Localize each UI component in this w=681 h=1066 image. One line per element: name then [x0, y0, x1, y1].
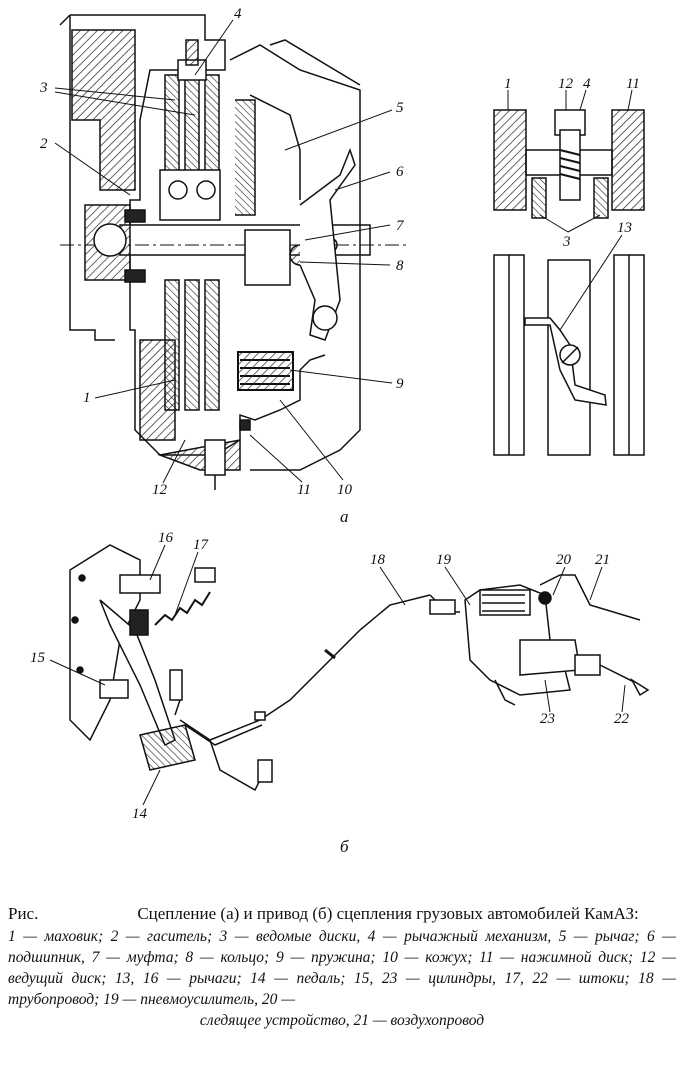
label-17: 17	[193, 537, 210, 553]
figure-caption: Рис. Сцепление (а) и привод (б) сцеплени…	[8, 903, 676, 1031]
label-19: 19	[436, 552, 452, 568]
label-21: 21	[595, 552, 610, 568]
label-16: 16	[158, 530, 174, 546]
label-5: 5	[396, 100, 404, 116]
caption-title: Сцепление (а) и привод (б) сцепления гру…	[137, 904, 639, 923]
legend-main: 1 — маховик; 2 — гаситель; 3 — ведомые д…	[8, 928, 676, 1008]
label-18: 18	[370, 552, 386, 568]
label-9: 9	[396, 376, 404, 392]
label-10: 10	[337, 482, 353, 498]
label-detail-13: 13	[617, 220, 632, 236]
subfigure-a-label: а	[340, 507, 349, 526]
label-15: 15	[30, 650, 46, 666]
label-detail-12: 12	[558, 76, 574, 92]
lever-13-detail-drawing	[493, 254, 645, 456]
label-11: 11	[297, 482, 311, 498]
label-20: 20	[556, 552, 572, 568]
label-22: 22	[614, 711, 630, 727]
subfigure-b-label: б	[340, 837, 349, 856]
leader-lines	[49, 19, 633, 806]
label-4: 4	[234, 6, 242, 22]
label-6: 6	[396, 164, 404, 180]
caption-prefix: Рис.	[8, 904, 39, 923]
label-1: 1	[83, 390, 91, 406]
label-8: 8	[396, 258, 404, 274]
label-detail-1: 1	[504, 76, 512, 92]
label-2: 2	[40, 136, 48, 152]
label-23: 23	[540, 711, 555, 727]
label-detail-11: 11	[626, 76, 640, 92]
label-detail-3: 3	[562, 234, 571, 250]
label-3: 3	[39, 80, 48, 96]
lever-detail-drawing	[493, 109, 645, 219]
label-7: 7	[396, 218, 405, 234]
legend-last: следящее устройство, 21 — воздухопровод	[199, 1012, 485, 1029]
caption-legend: 1 — маховик; 2 — гаситель; 3 — ведомые д…	[8, 926, 676, 1031]
label-detail-4: 4	[583, 76, 591, 92]
clutch-section-drawing	[59, 14, 410, 490]
label-14: 14	[132, 806, 148, 822]
pedal-drive-drawing	[69, 544, 650, 792]
label-12: 12	[152, 482, 168, 498]
